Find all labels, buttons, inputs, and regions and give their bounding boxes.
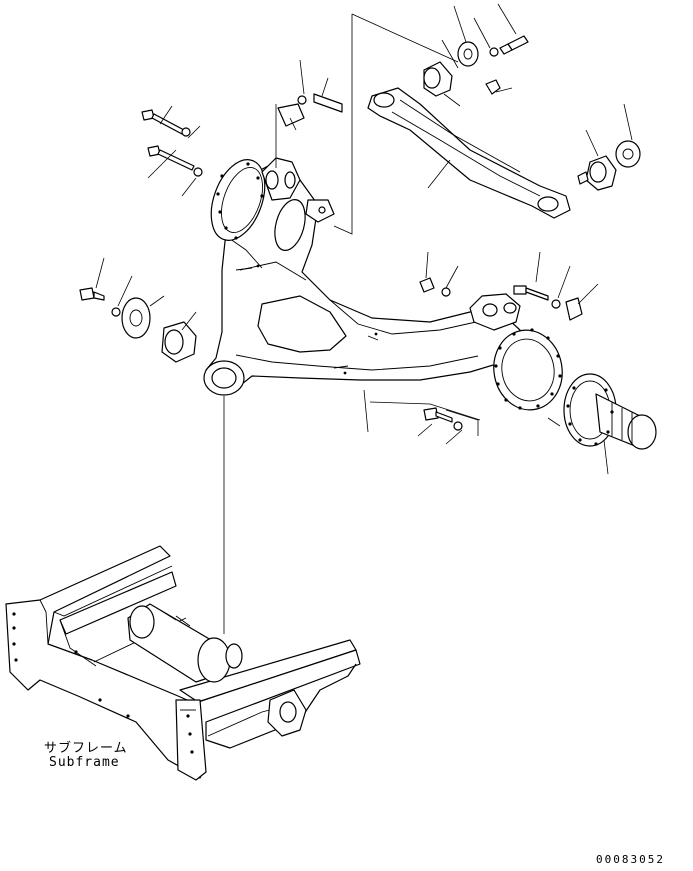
upper-pivot-bracket	[261, 157, 335, 223]
subframe	[5, 545, 361, 781]
upper-left-flange	[210, 159, 306, 251]
subframe-label-en: Subframe	[49, 755, 120, 770]
upper-bolts	[141, 93, 343, 177]
flanged-shaft	[563, 373, 657, 450]
rod-plates	[457, 41, 641, 168]
right-flange	[469, 293, 563, 411]
torque-rod	[367, 87, 571, 219]
left-pivot-boss	[203, 360, 245, 396]
left-pivot-bolts	[79, 287, 197, 363]
drawing-number: 00083052	[596, 853, 665, 866]
subframe-label-jp: サブフレーム	[44, 741, 128, 756]
torque-rod-bushings	[423, 61, 617, 191]
rod-bolts	[499, 35, 589, 185]
leader-lines	[95, 3, 633, 634]
